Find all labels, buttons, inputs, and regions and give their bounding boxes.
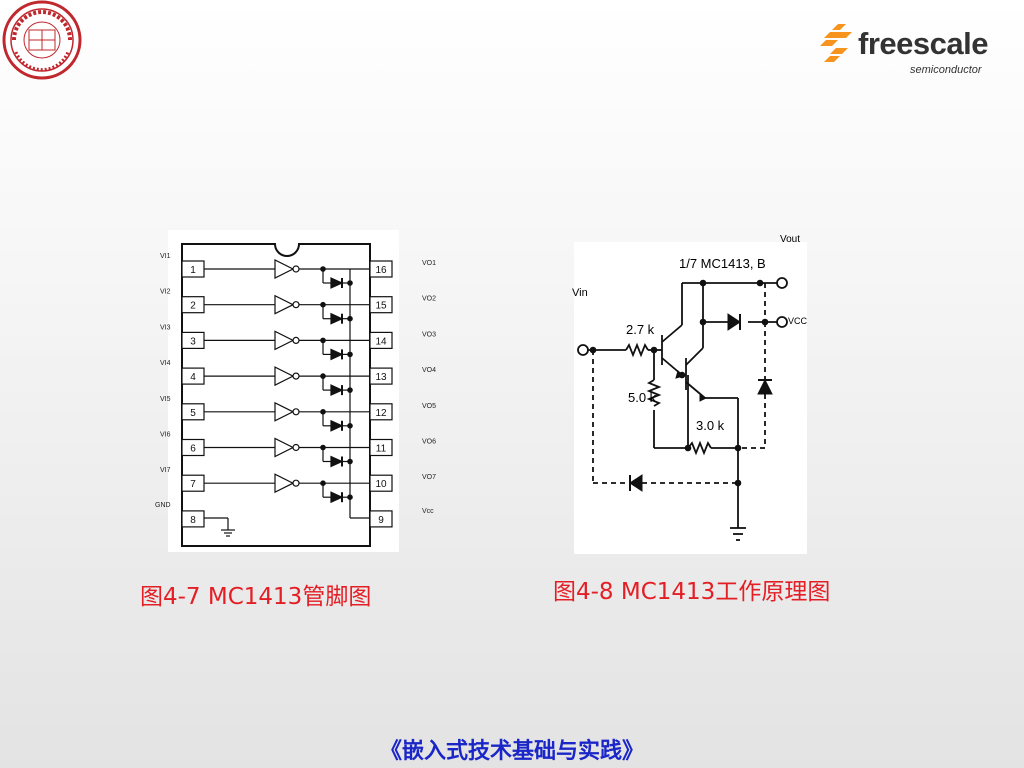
mc1413-schematic-diagram: 1/7 MC1413, B 2.7 k 5.0 k 3.0 k Vin Vout… bbox=[572, 234, 808, 554]
output-label: VO3 bbox=[422, 331, 436, 338]
input-label: VI4 bbox=[160, 360, 171, 367]
pin-number-left: 1 bbox=[190, 265, 196, 276]
resistor-label-r2: 5.0 k bbox=[628, 390, 657, 405]
pin-number-right: 15 bbox=[375, 301, 387, 312]
output-label: VO5 bbox=[422, 403, 436, 410]
output-label: VO1 bbox=[422, 260, 436, 267]
schematic-background bbox=[574, 242, 807, 554]
figure-caption-pinout: 图4-7 MC1413管脚图 bbox=[140, 584, 372, 610]
output-label: VO6 bbox=[422, 439, 436, 446]
pin-number-left: 7 bbox=[190, 479, 196, 490]
pin-number-right: 11 bbox=[376, 444, 387, 455]
pin-number-right: 12 bbox=[375, 408, 387, 419]
clamp-diode-icon bbox=[330, 348, 344, 361]
resistor-label-r1: 2.7 k bbox=[626, 322, 655, 337]
pin-number-right: 10 bbox=[375, 479, 387, 490]
clamp-diode-icon bbox=[330, 491, 344, 504]
vout-label: Vout bbox=[780, 234, 800, 245]
input-label: VI1 bbox=[160, 253, 171, 260]
inverter-buffer-icon bbox=[274, 401, 295, 422]
university-seal-logo bbox=[2, 0, 82, 80]
diagram-background bbox=[168, 230, 399, 552]
resistor-label-r3: 3.0 k bbox=[696, 418, 725, 433]
freescale-logo: freescale semiconductor bbox=[815, 20, 1000, 84]
clamp-diode-icon bbox=[330, 455, 344, 468]
input-label: VI5 bbox=[160, 396, 171, 403]
output-label: VO7 bbox=[422, 474, 436, 481]
output-label: VO4 bbox=[422, 367, 436, 374]
clamp-diode-icon bbox=[330, 312, 344, 325]
clamp-diode-icon bbox=[330, 419, 344, 432]
vcc-label: Vcc bbox=[422, 508, 434, 515]
input-label: VI2 bbox=[160, 289, 171, 296]
pin-number-left: 5 bbox=[190, 408, 196, 419]
gnd-label: GND bbox=[155, 502, 171, 509]
pin-box-left bbox=[181, 510, 205, 528]
pin-box-right bbox=[369, 510, 393, 528]
input-label: VI6 bbox=[160, 432, 171, 439]
input-label: VI7 bbox=[160, 467, 171, 474]
vcc-label: VCC bbox=[788, 316, 808, 326]
brand-name: freescale bbox=[858, 26, 988, 61]
inverter-buffer-icon bbox=[274, 473, 295, 494]
output-label: VO2 bbox=[422, 296, 436, 303]
freescale-mark-icon bbox=[820, 24, 852, 62]
clamp-diode-icon bbox=[330, 277, 344, 289]
pin-number-right: 13 bbox=[375, 372, 387, 383]
vin-label: Vin bbox=[572, 287, 588, 299]
mc1413-pinout-diagram: 1 16 2 15 3 14 4 13 5 12 6 11 7 10 8 9 VI1VO1VI2VO2VI3V… bbox=[155, 230, 436, 552]
figure-caption-schematic: 图4-8 MC1413工作原理图 bbox=[553, 579, 831, 605]
pin-number-left: 2 bbox=[190, 301, 196, 312]
inverter-buffer-icon bbox=[274, 294, 295, 315]
pin-number-left: 4 bbox=[190, 372, 196, 383]
part-label: 1/7 MC1413, B bbox=[679, 256, 766, 271]
pin-number-left: 8 bbox=[190, 515, 196, 526]
inverter-buffer-icon bbox=[274, 366, 295, 387]
inverter-buffer-icon bbox=[274, 330, 295, 351]
pin-number-left: 3 bbox=[190, 336, 196, 347]
inverter-buffer-icon bbox=[274, 259, 295, 279]
ground-symbol bbox=[204, 517, 235, 537]
brand-subtitle: semiconductor bbox=[910, 64, 982, 76]
book-title-footer: 《嵌入式技术基础与实践》 bbox=[379, 738, 644, 764]
inverter-buffer-icon bbox=[274, 437, 295, 458]
pin-number-right: 16 bbox=[375, 265, 387, 276]
input-label: VI3 bbox=[160, 324, 171, 331]
ic-package-outline bbox=[181, 243, 371, 547]
clamp-diode-icon bbox=[330, 384, 344, 397]
pin-number-right: 14 bbox=[375, 336, 387, 347]
pin-number-left: 6 bbox=[190, 444, 196, 455]
pin-number-right: 9 bbox=[378, 515, 384, 526]
